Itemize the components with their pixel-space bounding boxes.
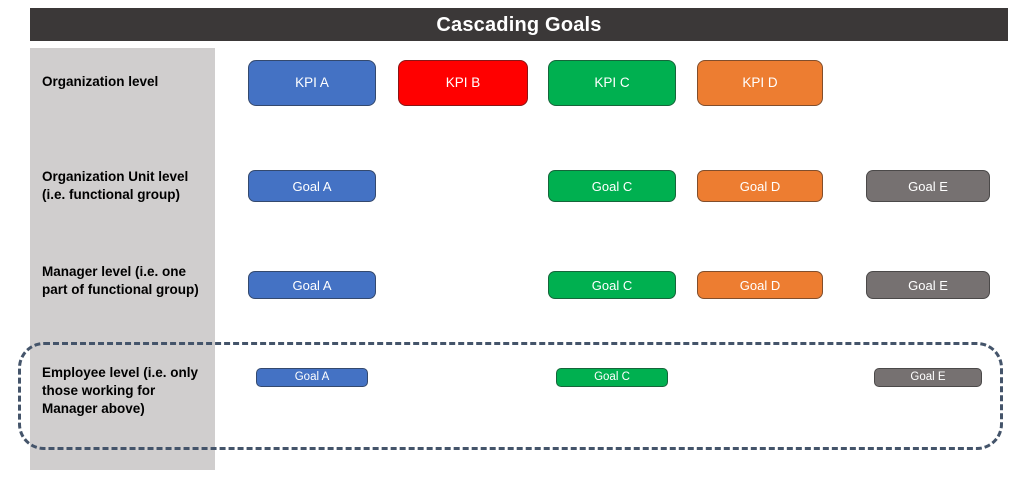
goal-box-kpi-b-organization-level-row[interactable]: KPI B — [398, 60, 528, 106]
goal-box-label: Goal D — [739, 178, 781, 194]
goal-box-kpi-c-organization-level-row[interactable]: KPI C — [548, 60, 676, 106]
goal-box-goal-a-organization-unit-level-row[interactable]: Goal A — [248, 170, 376, 202]
goal-box-label: Goal C — [591, 277, 633, 293]
goal-box-label: Goal C — [591, 178, 633, 194]
goal-box-goal-a-employee-level-row[interactable]: Goal A — [256, 368, 368, 387]
goal-box-label: Goal C — [594, 370, 630, 383]
level-label-employee: Employee level (i.e. only those working … — [42, 365, 199, 416]
level-label-column — [30, 48, 215, 470]
goal-box-goal-c-employee-level-row[interactable]: Goal C — [556, 368, 668, 387]
level-label-organization-unit: Organization Unit level (i.e. functional… — [42, 169, 189, 202]
goal-box-label: KPI B — [445, 75, 481, 91]
goal-box-label: Goal E — [910, 370, 946, 383]
diagram-title-bar: Cascading Goals — [30, 8, 1008, 41]
goal-box-label: KPI A — [295, 75, 329, 91]
goal-box-label: Goal E — [908, 277, 948, 293]
goal-box-label: Goal A — [294, 370, 330, 383]
goal-box-goal-a-manager-level-row[interactable]: Goal A — [248, 271, 376, 299]
goal-box-label: Goal A — [292, 277, 332, 293]
goal-box-kpi-d-organization-level-row[interactable]: KPI D — [697, 60, 823, 106]
goal-box-goal-e-manager-level-row[interactable]: Goal E — [866, 271, 990, 299]
goal-box-label: Goal E — [908, 178, 948, 194]
level-label-manager: Manager level (i.e. one part of function… — [42, 264, 199, 297]
goal-box-label: KPI C — [594, 75, 630, 91]
goal-box-label: Goal D — [739, 277, 781, 293]
level-label-organization: Organization level — [42, 74, 159, 89]
goal-box-goal-c-organization-unit-level-row[interactable]: Goal C — [548, 170, 676, 202]
page-title: Cascading Goals — [436, 13, 602, 36]
goal-box-label: Goal A — [292, 178, 332, 194]
goal-box-goal-c-manager-level-row[interactable]: Goal C — [548, 271, 676, 299]
goal-box-goal-e-employee-level-row[interactable]: Goal E — [874, 368, 982, 387]
goal-box-goal-d-manager-level-row[interactable]: Goal D — [697, 271, 823, 299]
goal-box-label: KPI D — [742, 75, 778, 91]
goal-box-kpi-a-organization-level-row[interactable]: KPI A — [248, 60, 376, 106]
goal-box-goal-e-organization-unit-level-row[interactable]: Goal E — [866, 170, 990, 202]
goal-box-goal-d-organization-unit-level-row[interactable]: Goal D — [697, 170, 823, 202]
